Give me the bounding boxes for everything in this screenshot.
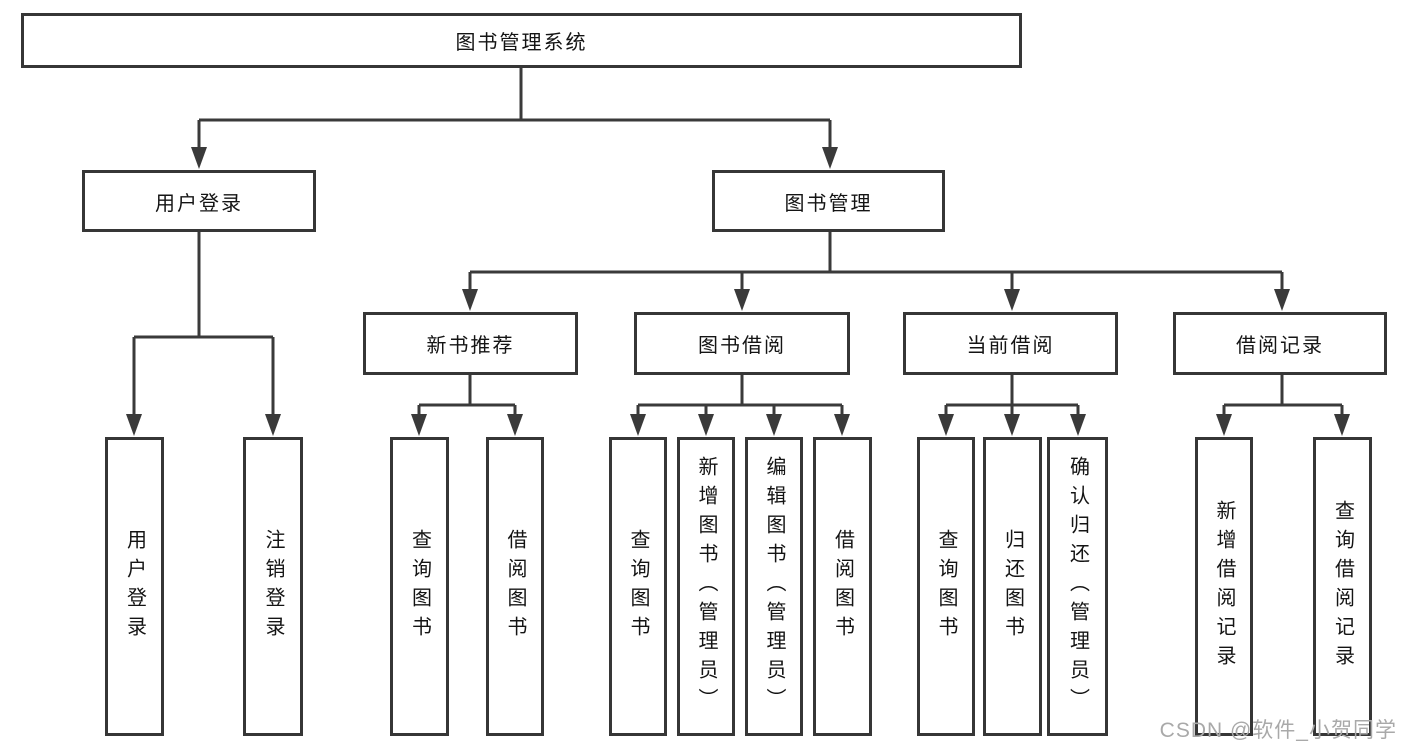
leaf-query-book-borrow: 查询图书 [609,437,667,736]
node-label: 图书管理 [784,192,873,215]
leaf-confirm-return-admin: 确认归还（管理员） [1047,437,1108,736]
node-label: 注销登录 [262,528,284,645]
node-label: 借阅记录 [1236,335,1324,357]
leaf-query-book-recommend: 查询图书 [390,437,449,736]
leaf-borrow-book: 借阅图书 [813,437,872,736]
node-label: 图书借阅 [698,335,786,357]
leaf-borrow-book-recommend: 借阅图书 [486,437,544,736]
node-label: 查询图书 [627,528,649,645]
node-label: 当前借阅 [966,335,1055,357]
leaf-return-book: 归还图书 [983,437,1042,736]
node-label: 用户登录 [123,528,146,645]
arrowheads [126,147,1350,436]
csdn-watermark: CSDN @软件_小贺同学 [1159,719,1397,742]
node-new-book-recommend: 新书推荐 [363,312,578,375]
node-label: 查询图书 [935,528,957,645]
node-current-borrow: 当前借阅 [903,312,1118,375]
node-label: 图书管理系统 [455,32,588,54]
node-label: 确认归还（管理员） [1066,456,1089,717]
node-label: 新增借阅记录 [1213,499,1235,674]
leaf-edit-book-admin: 编辑图书（管理员） [745,437,803,736]
node-library-management-system: 图书管理系统 [21,13,1022,68]
leaf-add-borrow-record: 新增借阅记录 [1195,437,1253,736]
node-label: 查询借阅记录 [1331,499,1354,674]
leaf-query-book-current: 查询图书 [917,437,975,736]
node-borrow-records: 借阅记录 [1173,312,1387,375]
node-label: 借阅图书 [504,528,526,645]
node-label: 编辑图书（管理员） [763,456,785,717]
node-book-management: 图书管理 [712,170,945,232]
node-label: 查询图书 [408,528,431,645]
leaf-logout-login: 注销登录 [243,437,303,736]
leaf-add-book-admin: 新增图书（管理员） [677,437,735,736]
leaf-user-login: 用户登录 [105,437,164,736]
node-user-login: 用户登录 [82,170,316,232]
node-label: 新书推荐 [426,335,515,357]
node-label: 用户登录 [155,192,243,215]
node-label: 新增图书（管理员） [695,456,717,717]
leaf-query-borrow-record: 查询借阅记录 [1313,437,1372,736]
node-book-borrow: 图书借阅 [634,312,850,375]
node-label: 借阅图书 [831,528,854,645]
node-label: 归还图书 [1001,528,1024,645]
